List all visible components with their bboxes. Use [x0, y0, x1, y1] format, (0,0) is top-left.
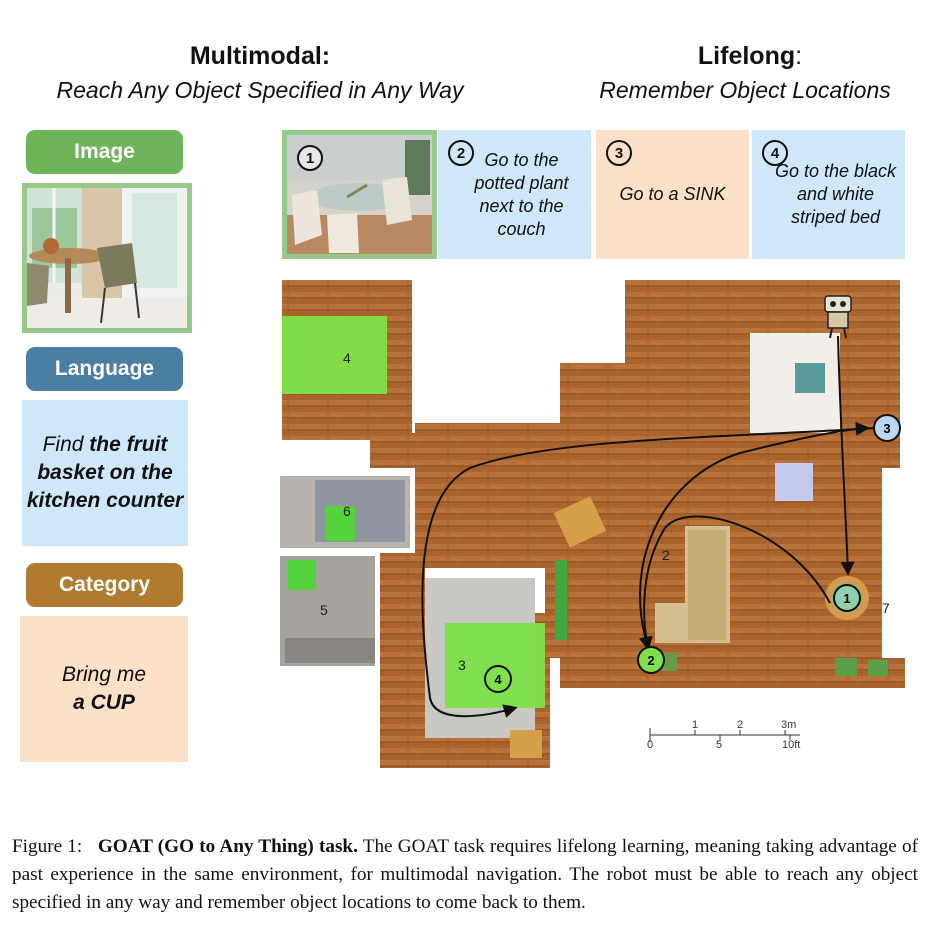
caption-label: Figure 1:	[12, 836, 83, 857]
map-goal-3-marker	[873, 414, 901, 442]
language-modality-label: Language	[26, 347, 183, 391]
room-label-3: 3	[458, 657, 466, 673]
goal-4-language: 4 Go to the black and white striped bed	[752, 130, 905, 259]
map-goal-1-label: 1	[843, 591, 850, 606]
scale-bar: 1 2 3m 0 5 10ft	[647, 719, 800, 751]
figure-caption: Figure 1: GOAT (GO to Any Thing) task. T…	[12, 833, 918, 917]
lifelong-title-colon: :	[795, 42, 803, 70]
robot-icon	[824, 295, 852, 339]
goal-1-number: 1	[297, 145, 323, 171]
map-goal-3-label: 3	[883, 421, 890, 436]
room-label-4: 4	[343, 350, 351, 366]
map-goal-2-marker	[637, 646, 665, 674]
image-goal-example	[22, 183, 192, 333]
goal-3-text: Go to a SINK	[619, 184, 726, 204]
goal-4-text: Go to the black and white striped bed	[774, 161, 897, 227]
room-label-5: 5	[320, 602, 328, 618]
scale-label-0: 0	[647, 739, 653, 751]
goal-markers: 1 2 3 4	[484, 414, 901, 693]
language-goal-example: Find the fruit basket on the kitchen cou…	[22, 400, 188, 546]
lifelong-subtitle: Remember Object Locations	[599, 77, 891, 103]
room-label-7: 7	[882, 600, 890, 616]
goal-2-number: 2	[448, 140, 474, 166]
lifelong-title: Lifelong:	[560, 42, 940, 71]
caption-title: GOAT (GO to Any Thing) task.	[97, 836, 358, 857]
language-goal-prefix: Find	[42, 433, 90, 456]
goal-3-category: 3 Go to a SINK	[596, 130, 749, 259]
image-modality-label: Image	[26, 130, 183, 174]
goal-1-image: 1	[282, 130, 437, 259]
goal-2-language: 2 Go to the potted plant next to the cou…	[438, 130, 591, 259]
room-label-2: 2	[662, 547, 670, 563]
language-goal-object: the fruit basket on the kitchen counter	[26, 433, 184, 512]
room-labels: 4 6 5 3 2 7	[320, 350, 890, 673]
scale-label-1m: 1	[692, 719, 698, 731]
map-goal-2-label: 2	[647, 653, 654, 668]
map-goal-1-marker	[833, 584, 861, 612]
scale-label-2m: 2	[737, 719, 743, 731]
floor-map: 4 6 5 3 2 7 1 2	[270, 268, 920, 778]
scale-label-5ft: 5	[716, 739, 722, 751]
scale-label-10ft: 10ft	[782, 739, 800, 751]
scale-label-3m: 3m	[781, 719, 796, 731]
room-label-6: 6	[343, 503, 351, 519]
map-goal-4-marker	[484, 665, 512, 693]
goal-2-text: Go to the potted plant next to the couch	[474, 149, 569, 239]
category-modality-label: Category	[26, 563, 183, 607]
floor-plan-illustration: 4 6 5 3 2 7 1 2	[280, 280, 905, 768]
lifelong-title-text: Lifelong	[697, 42, 796, 70]
trajectories	[421, 335, 876, 718]
caption-body: The GOAT task requires lifelong learning…	[12, 836, 919, 913]
category-goal-text: Bring me a CUP	[62, 661, 146, 717]
multimodal-title: Multimodal:	[189, 42, 331, 70]
category-goal-object: a CUP	[73, 691, 135, 714]
category-goal-prefix: Bring me	[61, 663, 147, 686]
category-goal-example: Bring me a CUP	[20, 616, 188, 762]
goal-3-number: 3	[606, 140, 632, 166]
dining-room-photo	[27, 188, 187, 328]
multimodal-subtitle: Reach Any Object Specified in Any Way	[56, 77, 464, 103]
goal-4-number: 4	[762, 140, 788, 166]
map-goal-4-label: 4	[494, 672, 502, 687]
language-goal-text: Find the fruit basket on the kitchen cou…	[22, 431, 188, 515]
